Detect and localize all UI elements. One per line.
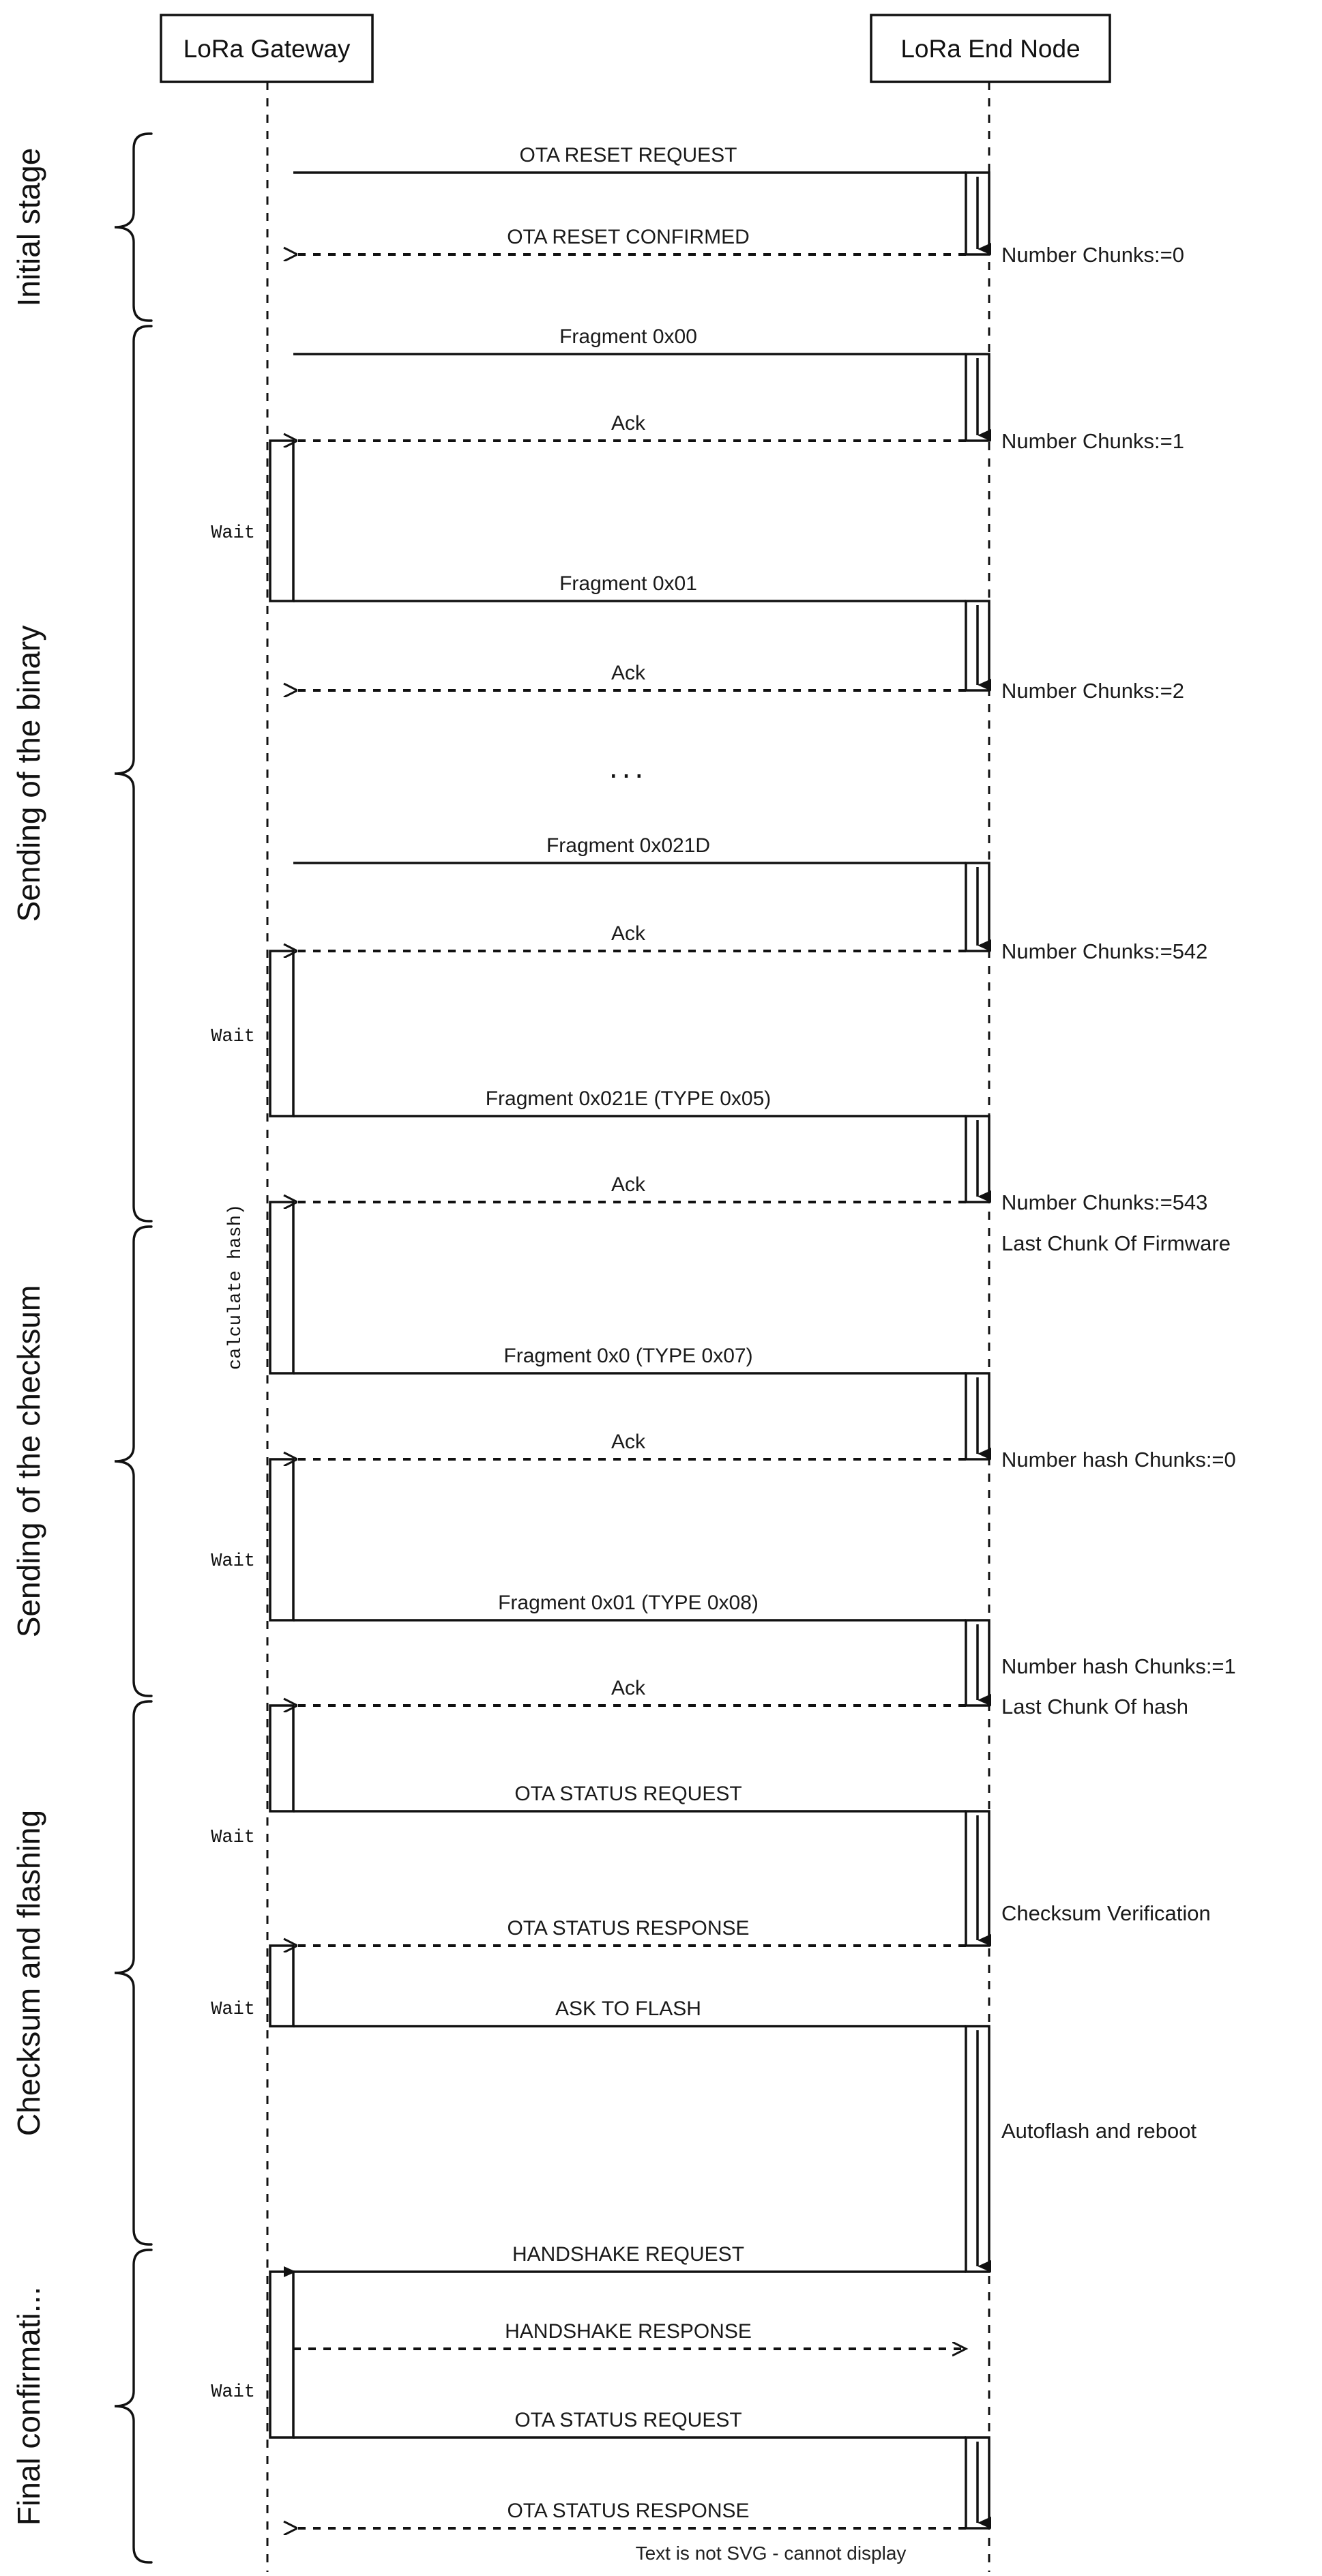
phase-label-binary: Sending of the binary (11, 626, 46, 922)
message-label-m1: OTA RESET REQUEST (520, 144, 737, 166)
side-note-n5: Number Chunks:=543 (1001, 1190, 1207, 1214)
message-label-m13: Fragment 0x01 (TYPE 0x08) (498, 1592, 759, 1614)
wait-label-w4: Wait (211, 1551, 255, 1572)
message-layer: OTA RESET REQUEST OTA RESET CONFIRMED Frag… (293, 144, 966, 2528)
message-label-m3: Fragment 0x00 (559, 325, 697, 348)
wait-label-w5: Wait (211, 1828, 255, 1848)
side-note-n11: Autoflash and reboot (1001, 2119, 1196, 2143)
phase-label-final: Final confirmati... (11, 2287, 46, 2526)
side-note-n3: Number Chunks:=2 (1001, 679, 1184, 703)
phase-brace-checksum (114, 1225, 153, 1697)
wait-label-w1: Wait (211, 523, 255, 544)
side-note-n7: Number hash Chunks:=0 (1001, 1448, 1236, 1472)
gateway-activation-w1 (269, 439, 295, 602)
footer-note: Text is not SVG - cannot display (636, 2543, 907, 2564)
side-note-n2: Number Chunks:=1 (1001, 429, 1184, 453)
phase-brace-binary (114, 325, 153, 1223)
wait-label-w7: Wait (211, 2382, 255, 2403)
phase-label-flashing: Checksum and flashing (11, 1810, 46, 2136)
lifeline-name-gateway: LoRa Gateway (183, 35, 351, 63)
gateway-activation-w4 (269, 1458, 295, 1622)
message-label-m17: ASK TO FLASH (555, 1997, 701, 2020)
lifeline-layer: LoRa Gateway LoRa End Node (160, 14, 1111, 2572)
phase-label-initial: Initial stage (11, 148, 46, 307)
side-note-n1: Number Chunks:=0 (1001, 243, 1184, 267)
gateway-activation-w5 (269, 1704, 295, 1813)
message-label-m21: OTA STATUS RESPONSE (507, 2500, 749, 2522)
gateway-activation-w6 (269, 1944, 295, 2028)
side-note-n6: Last Chunk Of Firmware (1001, 1231, 1231, 1255)
continuation-ellipsis: ... (609, 749, 647, 785)
message-label-m6: Ack (611, 662, 646, 684)
message-label-m15: OTA STATUS REQUEST (514, 1783, 741, 1805)
side-note-n4: Number Chunks:=542 (1001, 939, 1207, 963)
message-label-m4: Ack (611, 412, 646, 435)
lifeline-name-endnode: LoRa End Node (900, 35, 1080, 63)
phase-label-checksum: Sending of the checksum (11, 1285, 46, 1638)
message-label-m2: OTA RESET CONFIRMED (507, 226, 750, 248)
side-note-n10: Checksum Verification (1001, 1901, 1211, 1925)
misc-layer: ... Text is not SVG - cannot display (609, 749, 907, 2564)
message-label-m20: OTA STATUS REQUEST (514, 2409, 741, 2431)
wait-label-w2: Wait (211, 1027, 255, 1047)
message-label-m12: Ack (611, 1431, 646, 1453)
message-label-m7: Fragment 0x021D (546, 834, 710, 857)
gateway-activation-w2 (269, 950, 295, 1117)
message-label-m19: HANDSHAKE RESPONSE (505, 2320, 752, 2343)
message-label-m11: Fragment 0x0 (TYPE 0x07) (503, 1345, 752, 1367)
message-label-m10: Ack (611, 1173, 646, 1196)
side-note-n8: Number hash Chunks:=1 (1001, 1654, 1236, 1678)
phase-brace-flashing (114, 1700, 153, 2246)
message-label-m9: Fragment 0x021E (TYPE 0x05) (486, 1087, 772, 1110)
lifeline-head-gateway[interactable] (160, 14, 374, 83)
side-note-n9: Last Chunk Of hash (1001, 1695, 1188, 1718)
wait-label-w6: Wait (211, 2000, 255, 2020)
message-label-m14: Ack (611, 1677, 646, 1699)
calculate-hash-note: calculate hash) (226, 1204, 246, 1370)
lifeline-head-endnode[interactable] (870, 14, 1111, 83)
gateway-activation-w3 (269, 1201, 295, 1375)
message-label-m18: HANDSHAKE REQUEST (512, 2243, 744, 2266)
message-label-m5: Fragment 0x01 (559, 572, 697, 595)
phase-brace-initial (114, 132, 153, 322)
message-label-m8: Ack (611, 922, 646, 945)
phase-brace-final (114, 2249, 153, 2564)
gateway-activation-w7 (269, 2270, 295, 2439)
message-label-m16: OTA STATUS RESPONSE (507, 1917, 749, 1940)
